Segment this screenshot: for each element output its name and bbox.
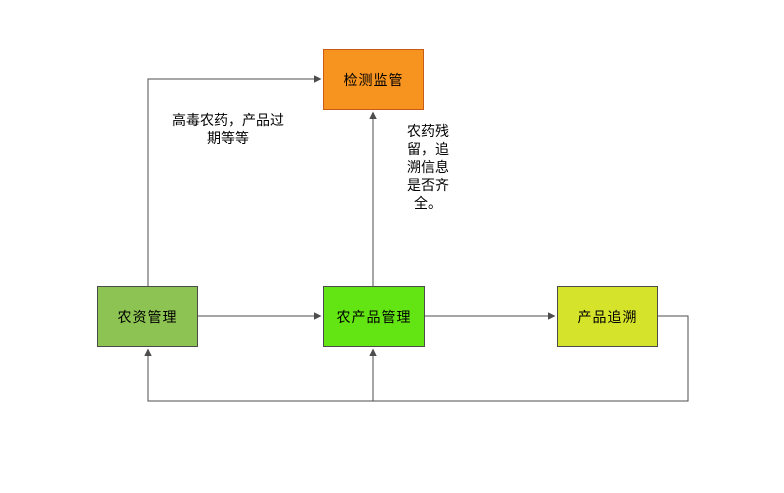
edge-agri-materials-to-inspection bbox=[147, 75, 322, 286]
annotation-toxic-pesticides: 高毒农药，产品过 期等等 bbox=[172, 112, 284, 146]
node-inspection-label: 检测监管 bbox=[343, 71, 404, 88]
edge-traceability-to-agri-materials bbox=[144, 315, 689, 402]
node-inspection-supervision: 检测监管 bbox=[323, 49, 424, 110]
node-agri-products-label: 农产品管理 bbox=[336, 308, 412, 325]
node-product-traceability: 产品追溯 bbox=[557, 286, 658, 347]
node-traceability-label: 产品追溯 bbox=[577, 308, 638, 325]
node-agri-materials-management: 农资管理 bbox=[97, 286, 198, 347]
node-agri-products-management: 农产品管理 bbox=[323, 286, 425, 347]
node-agri-materials-label: 农资管理 bbox=[117, 308, 178, 325]
annotation-pesticide-residue: 农药残 留，追 溯信息 是否齐 全。 bbox=[407, 123, 449, 211]
